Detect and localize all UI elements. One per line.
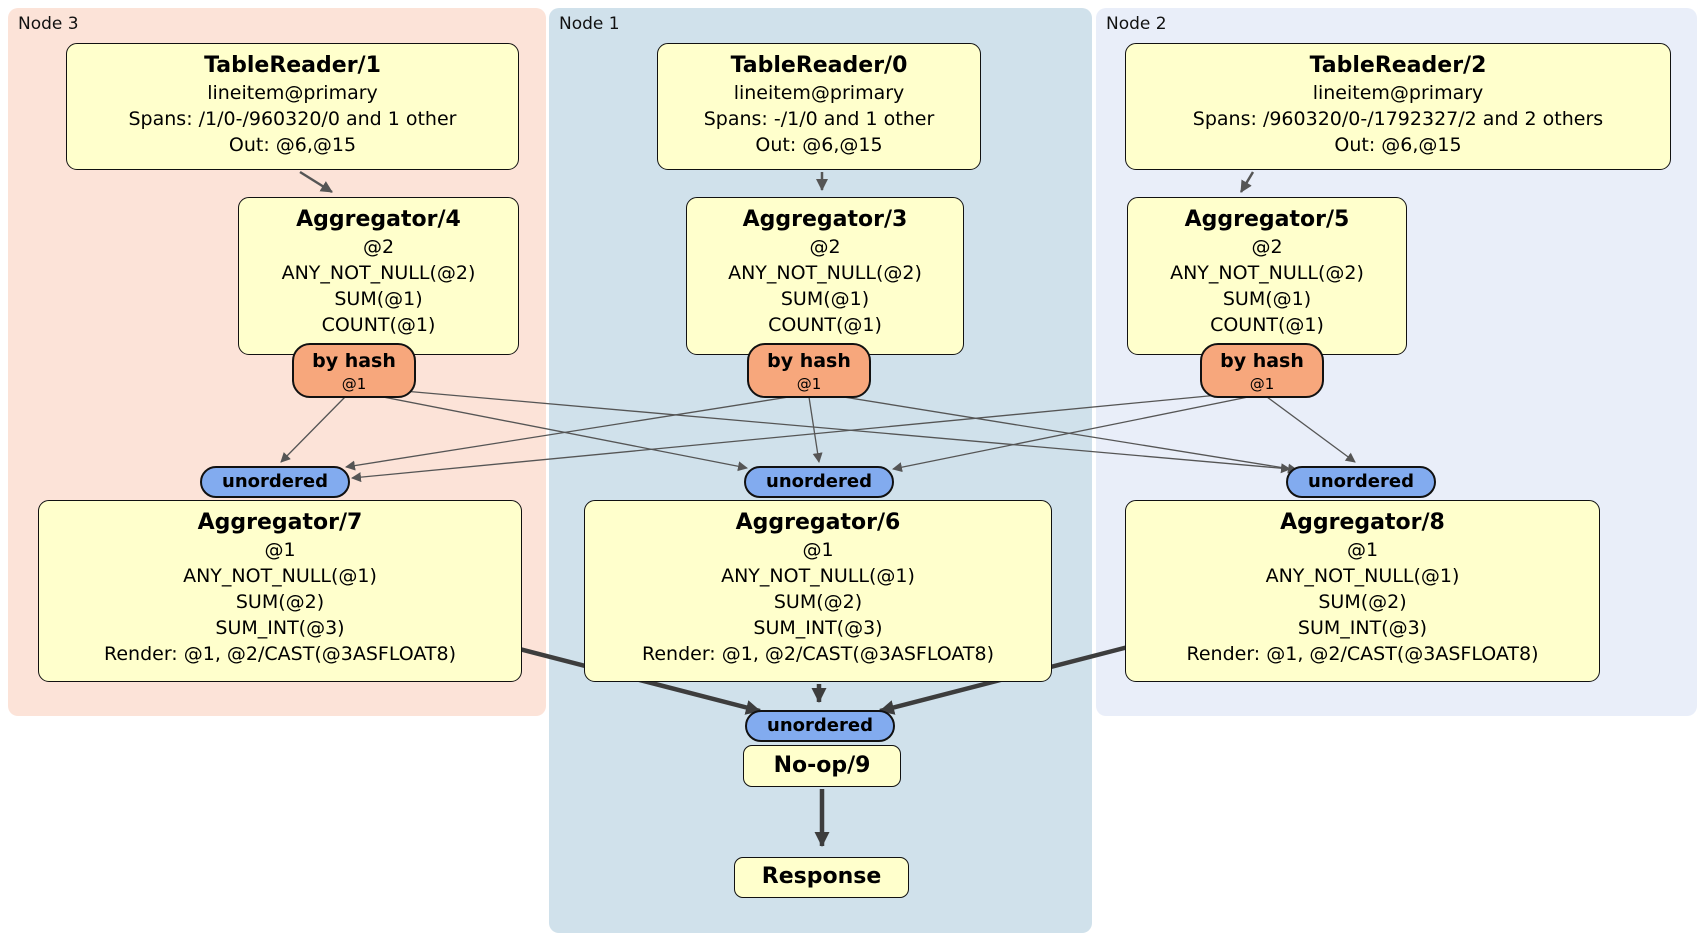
out-line: Out: @6,@15 — [755, 134, 883, 156]
aggregator-3-box: Aggregator/3 @2 ANY_NOT_NULL(@2) SUM(@1)… — [686, 197, 964, 355]
aggregator-7-box: Aggregator/7 @1 ANY_NOT_NULL(@1) SUM(@2)… — [38, 500, 522, 682]
region-node-3-label: Node 3 — [18, 14, 79, 34]
by-hash-label: by hash — [767, 350, 851, 372]
out-line: Out: @6,@15 — [228, 134, 357, 156]
fn-line: SUM(@2) — [773, 591, 863, 613]
aggregator-8-box: Aggregator/8 @1 ANY_NOT_NULL(@1) SUM(@2)… — [1125, 500, 1600, 682]
index-line: lineitem@primary — [207, 82, 378, 104]
fn-line: SUM(@2) — [1318, 591, 1407, 613]
unordered-badge-node2: unordered — [1286, 466, 1436, 498]
aggregator-4-box: Aggregator/4 @2 ANY_NOT_NULL(@2) SUM(@1)… — [238, 197, 519, 355]
by-hash-label: by hash — [1220, 350, 1304, 372]
processor-title: Aggregator/7 — [197, 510, 363, 535]
unordered-badge-node3: unordered — [200, 466, 350, 498]
group-line: @1 — [1346, 539, 1379, 561]
noop-9-box: No-op/9 — [743, 745, 901, 787]
fn-line: ANY_NOT_NULL(@2) — [281, 262, 476, 284]
fn-line: COUNT(@1) — [768, 314, 882, 336]
fn-line: COUNT(@1) — [1210, 314, 1324, 336]
tablereader-to-aggregator-arrows — [299, 170, 1255, 194]
unordered-badge-sink: unordered — [745, 710, 895, 742]
index-line: lineitem@primary — [733, 82, 905, 104]
region-node-2-label: Node 2 — [1106, 14, 1167, 34]
processor-title: Aggregator/8 — [1280, 510, 1445, 535]
by-hash-key: @1 — [341, 375, 367, 393]
processor-title: TableReader/2 — [1309, 53, 1487, 78]
spans-line: Spans: -/1/0 and 1 other — [703, 108, 935, 130]
fn-line: COUNT(@1) — [321, 314, 436, 336]
processor-title: Response — [761, 864, 882, 889]
by-hash-badge-node2: by hash @1 — [1200, 343, 1324, 398]
group-line: @2 — [362, 236, 395, 258]
processor-title: TableReader/0 — [730, 53, 908, 78]
fn-line: SUM(@1) — [780, 288, 870, 310]
processor-title: Aggregator/3 — [742, 207, 908, 232]
render-line: Render: @1, @2/CAST(@3ASFLOAT8) — [642, 643, 994, 665]
by-hash-label: by hash — [312, 350, 396, 372]
by-hash-key: @1 — [1249, 375, 1275, 393]
region-node-1-label: Node 1 — [559, 14, 620, 34]
spans-line: Spans: /960320/0-/1792327/2 and 2 others — [1192, 108, 1604, 130]
render-line: Render: @1, @2/CAST(@3ASFLOAT8) — [1186, 643, 1539, 665]
hash-routing-edges — [280, 387, 1356, 483]
by-hash-badge-node3: by hash @1 — [292, 343, 416, 398]
fn-line: SUM_INT(@3) — [753, 617, 883, 639]
fn-line: ANY_NOT_NULL(@1) — [183, 565, 377, 587]
fn-line: ANY_NOT_NULL(@1) — [1265, 565, 1460, 587]
processor-title: No-op/9 — [773, 753, 871, 778]
by-hash-badge-node1: by hash @1 — [747, 343, 871, 398]
tablereader-1-box: TableReader/1 lineitem@primary Spans: /1… — [66, 43, 519, 170]
render-line: Render: @1, @2/CAST(@3ASFLOAT8) — [104, 643, 456, 665]
out-line: Out: @6,@15 — [1334, 134, 1462, 156]
unordered-badge-node1: unordered — [744, 466, 894, 498]
index-line: lineitem@primary — [1312, 82, 1484, 104]
fn-line: SUM(@2) — [235, 591, 325, 613]
group-line: @2 — [809, 236, 841, 258]
fn-line: ANY_NOT_NULL(@1) — [721, 565, 915, 587]
tablereader-2-box: TableReader/2 lineitem@primary Spans: /9… — [1125, 43, 1671, 170]
processor-title: Aggregator/5 — [1184, 207, 1350, 232]
response-box: Response — [734, 857, 909, 898]
fn-line: ANY_NOT_NULL(@2) — [1170, 262, 1364, 284]
fn-line: SUM(@1) — [334, 288, 423, 310]
fn-line: SUM(@1) — [1222, 288, 1312, 310]
tablereader-0-box: TableReader/0 lineitem@primary Spans: -/… — [657, 43, 981, 170]
group-line: @2 — [1251, 236, 1283, 258]
by-hash-key: @1 — [796, 375, 822, 393]
spans-line: Spans: /1/0-/960320/0 and 1 other — [128, 108, 457, 130]
fn-line: SUM_INT(@3) — [215, 617, 345, 639]
group-line: @1 — [802, 539, 834, 561]
fn-line: SUM_INT(@3) — [1297, 617, 1428, 639]
group-line: @1 — [264, 539, 296, 561]
aggregator-6-box: Aggregator/6 @1 ANY_NOT_NULL(@1) SUM(@2)… — [584, 500, 1052, 682]
processor-title: TableReader/1 — [204, 53, 381, 78]
processor-title: Aggregator/6 — [735, 510, 901, 535]
aggregator-5-box: Aggregator/5 @2 ANY_NOT_NULL(@2) SUM(@1)… — [1127, 197, 1407, 355]
processor-title: Aggregator/4 — [296, 207, 461, 232]
fn-line: ANY_NOT_NULL(@2) — [728, 262, 922, 284]
